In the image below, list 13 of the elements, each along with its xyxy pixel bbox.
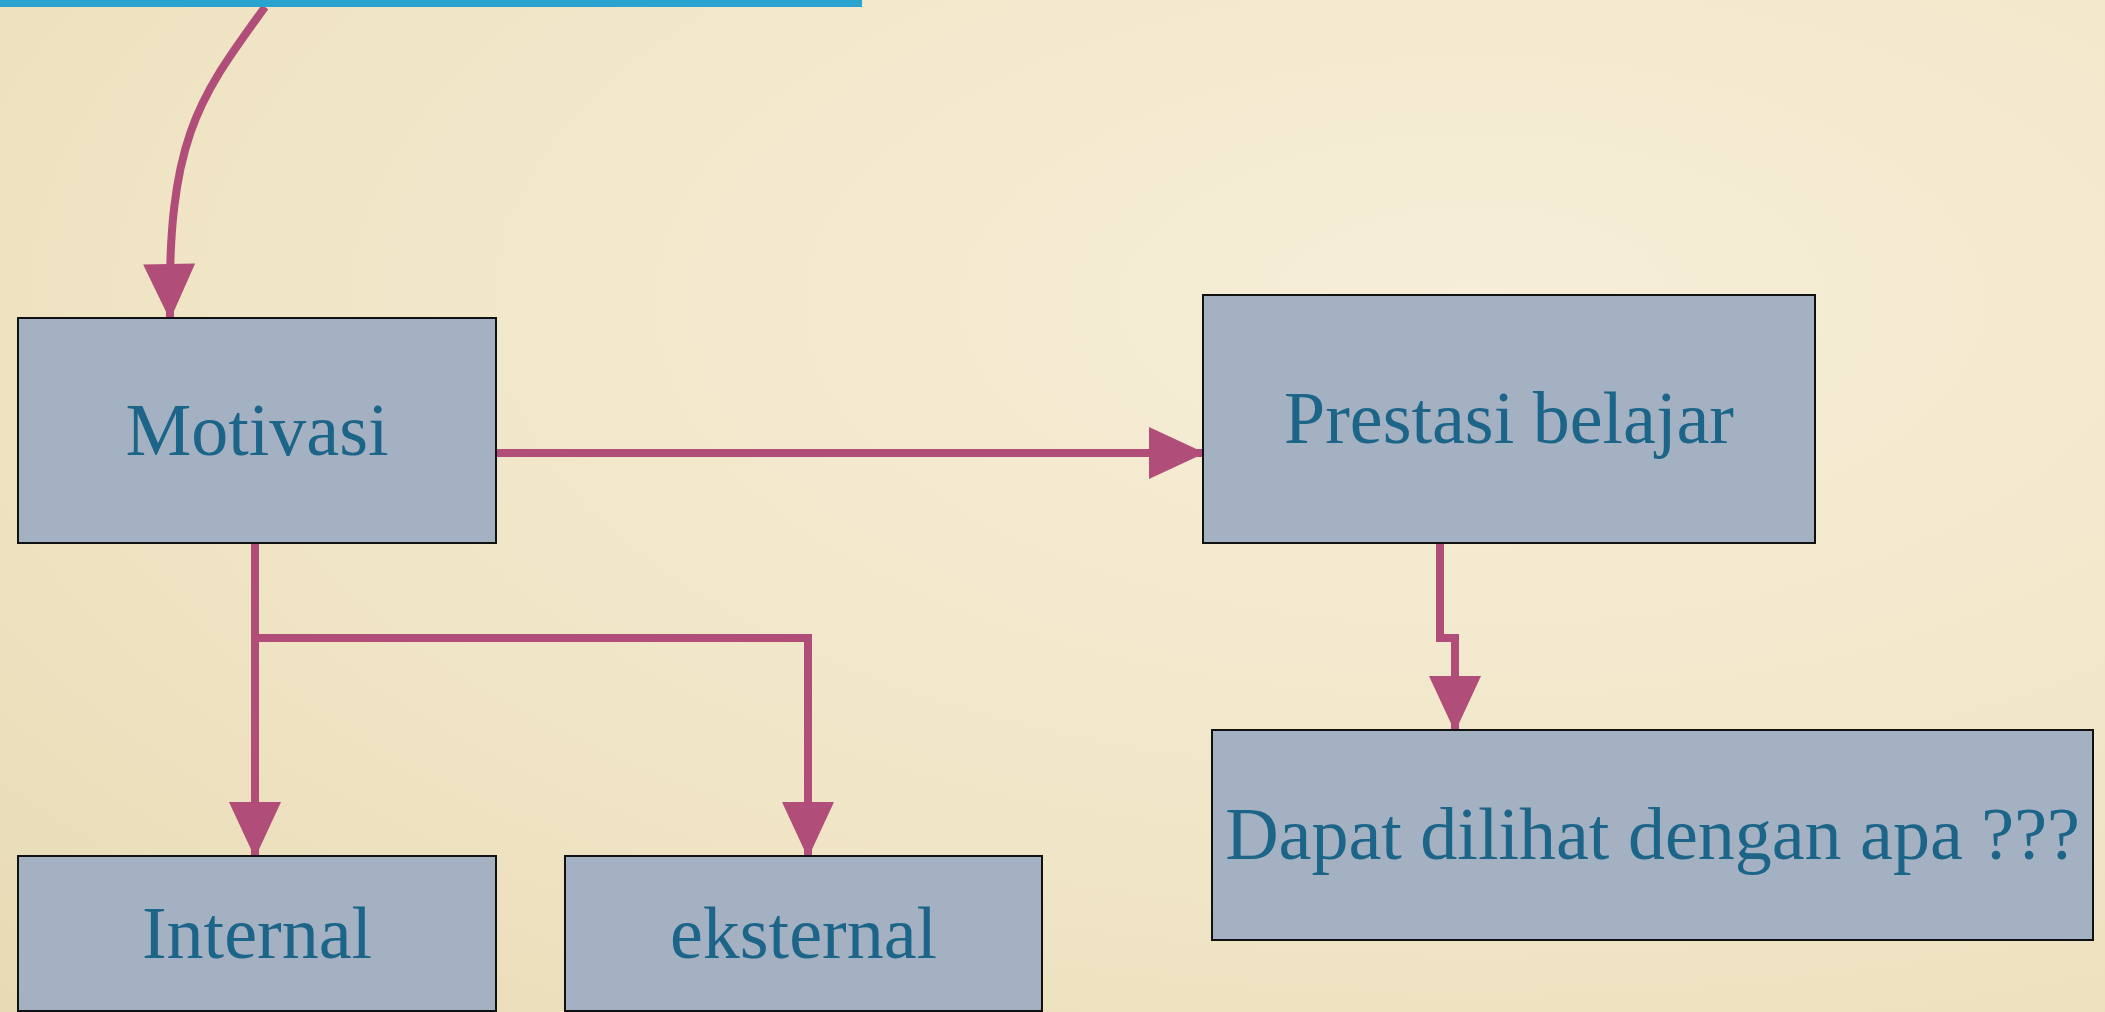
box-label: Dapat dilihat dengan apa ??? [1224,796,2081,874]
process-box [17,317,497,544]
box-label: Internal [140,894,374,973]
box-label: Motivasi [124,391,390,470]
process-box [1202,294,1816,544]
process-box [17,855,497,1012]
process-box [1211,729,2094,941]
arrow [144,4,269,320]
arrow [1429,544,1481,732]
box-label: eksternal [668,894,939,973]
process-box [564,855,1043,1012]
header-bar [0,0,862,7]
box-label: Prestasi belajar [1283,380,1735,458]
